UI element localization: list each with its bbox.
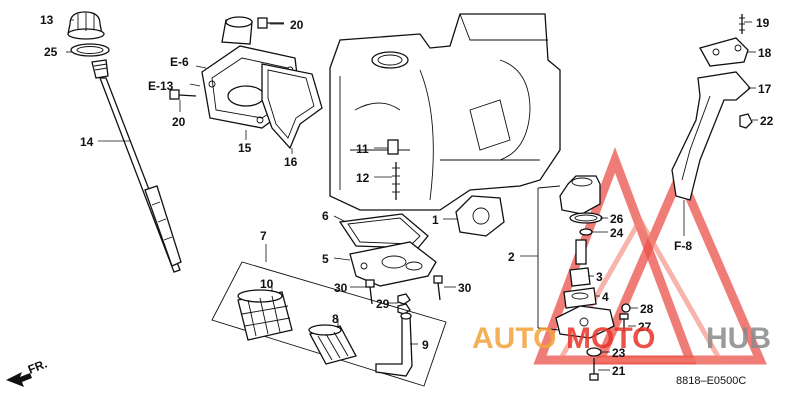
label-3: 3	[596, 270, 603, 284]
label-29: 29	[376, 297, 390, 311]
label-9: 9	[422, 338, 429, 352]
pump-rotor-4	[563, 287, 597, 309]
watermark-part-2: MOTO	[566, 322, 655, 355]
label-30-right: 30	[458, 281, 472, 295]
label-13: 13	[40, 13, 54, 27]
filter-kit-frame	[211, 244, 447, 387]
label-4: 4	[602, 290, 609, 304]
watermark-part-3: HUB	[706, 322, 771, 355]
pump-rotor-3	[569, 267, 591, 287]
dowel-pin	[387, 139, 399, 155]
leader-lines	[66, 19, 758, 371]
label-8: 8	[332, 312, 339, 326]
label-26: 26	[610, 212, 624, 226]
label-15: 15	[238, 141, 252, 155]
label-7: 7	[260, 229, 267, 243]
label-25: 25	[44, 45, 58, 59]
pump-cover	[555, 305, 615, 339]
label-18: 18	[758, 46, 772, 60]
diagram-code: 8818–E0500C	[676, 375, 746, 387]
label-e6: E-6	[170, 55, 189, 69]
label-27: 27	[638, 320, 652, 334]
bolt-20-left	[169, 89, 197, 100]
engine-block	[329, 13, 561, 211]
pump-assembly-frame	[537, 185, 561, 331]
label-14: 14	[80, 135, 94, 149]
watermark-part-1: AUTO	[472, 322, 556, 355]
front-label: FR.	[26, 357, 49, 377]
watermark-text: AUTO MOTO HUB	[472, 322, 771, 355]
cover-gasket	[261, 63, 323, 150]
label-12: 12	[356, 171, 370, 185]
label-19: 19	[756, 16, 770, 30]
label-30-left: 30	[334, 281, 348, 295]
strainer-mesh	[237, 289, 293, 341]
label-21: 21	[612, 364, 626, 378]
oil-cap	[67, 11, 105, 40]
label-16: 16	[284, 155, 298, 169]
o-ring-26	[569, 212, 603, 224]
oil-pipe-17	[671, 71, 751, 201]
bolt-20-top	[257, 17, 284, 29]
label-20-left: 20	[172, 115, 186, 129]
nut-22	[739, 113, 753, 129]
gasket-18	[699, 37, 749, 67]
flange-gasket	[455, 195, 505, 237]
pump-shaft	[575, 239, 587, 265]
pump-housing	[559, 175, 601, 215]
label-28: 28	[640, 302, 654, 316]
strainer-case	[349, 241, 437, 287]
oil-pipe	[375, 312, 413, 377]
label-11: 11	[356, 142, 369, 156]
oil-filter-element	[308, 324, 357, 365]
label-24: 24	[610, 226, 624, 240]
label-f8: F-8	[674, 239, 692, 253]
label-1: 1	[432, 213, 439, 227]
dipstick	[91, 59, 182, 273]
front-direction-arrow	[6, 372, 32, 387]
label-20-top: 20	[290, 18, 304, 32]
bolt-21	[589, 358, 599, 381]
pipe-stud-19	[739, 14, 745, 34]
label-22: 22	[760, 114, 774, 128]
label-e13: E-13	[148, 79, 174, 93]
label-23: 23	[612, 346, 626, 360]
oil-cap-seal	[70, 43, 110, 57]
label-5: 5	[322, 252, 329, 266]
o-ring-24	[579, 228, 593, 236]
nut-29	[397, 293, 411, 315]
label-17: 17	[758, 82, 772, 96]
bolt-30-left	[365, 279, 375, 305]
case-gasket	[338, 213, 429, 249]
bolt-30-right	[433, 275, 443, 301]
stud-bolt	[392, 162, 400, 200]
washer-28	[621, 303, 631, 313]
label-10: 10	[260, 277, 274, 291]
label-2: 2	[508, 250, 515, 264]
label-6: 6	[322, 209, 329, 223]
part-labels: 13 25 14 20 E-6 E-13 20 15 16 11 12 1 6 …	[26, 13, 774, 387]
bolt-27	[619, 313, 629, 332]
